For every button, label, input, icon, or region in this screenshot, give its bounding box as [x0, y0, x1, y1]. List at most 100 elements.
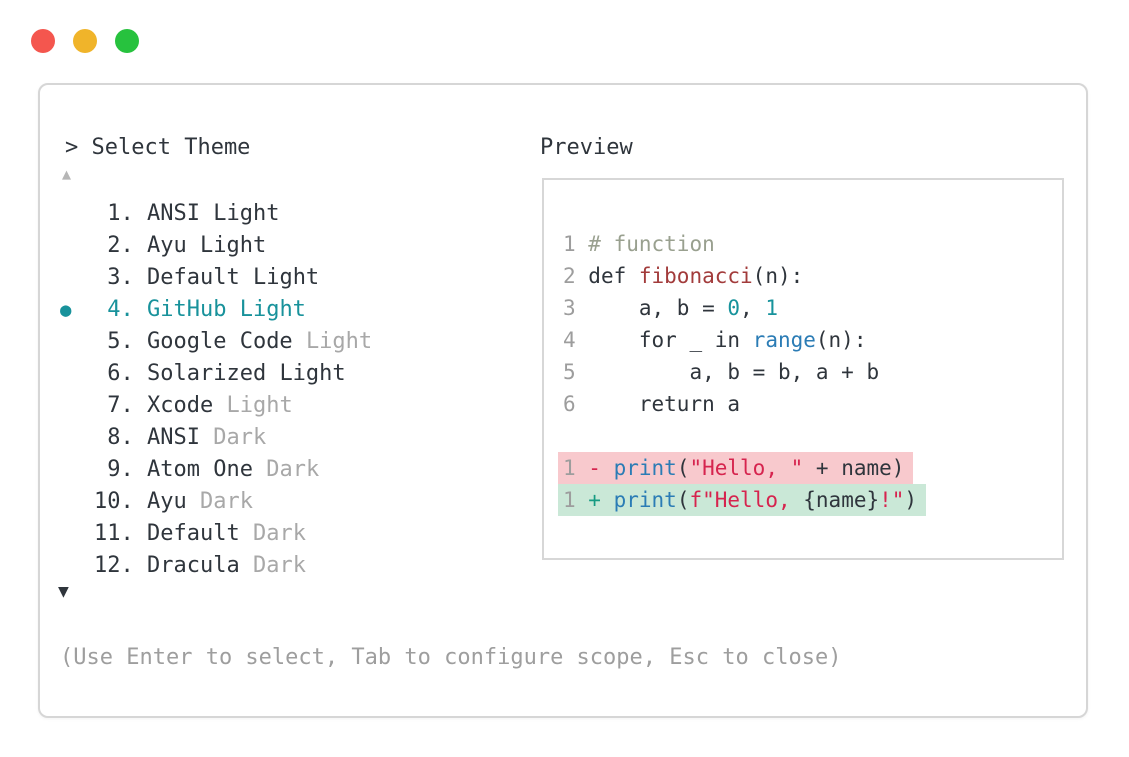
preview-panel-title: Preview	[540, 135, 633, 160]
theme-list-item[interactable]: 3. Default Light	[60, 262, 372, 294]
code-line: 2 def fibonacci(n):	[563, 260, 1062, 292]
code-line-content: 2 def fibonacci(n):	[563, 260, 803, 292]
code-line-content: 3 a, b = 0, 1	[563, 292, 778, 324]
theme-item-name: Default	[146, 265, 253, 290]
theme-item-number: 5.	[94, 329, 147, 354]
code-token: def	[588, 264, 639, 288]
code-line-content: 1 # function	[563, 228, 715, 260]
code-token: # function	[588, 232, 715, 256]
code-token: + name)	[803, 456, 905, 480]
theme-item-number: 8.	[94, 425, 147, 450]
code-line: 4 for _ in range(n):	[563, 324, 1062, 356]
code-line: 5 a, b = b, a + b	[563, 356, 1062, 388]
code-token: +	[588, 488, 614, 512]
theme-item-variant: Dark	[199, 489, 253, 514]
code-token: )	[904, 488, 918, 512]
code-token: 1	[765, 296, 778, 320]
theme-list-item[interactable]: 7. Xcode Light	[60, 390, 372, 422]
code-token: print	[613, 488, 677, 512]
diff-line-inserted: 1 + print(f"Hello, {name}!")	[558, 484, 1062, 516]
code-token: fibonacci	[638, 264, 753, 288]
line-number: 3	[563, 296, 589, 320]
line-number: 6	[563, 392, 589, 416]
selected-bullet-icon	[60, 518, 94, 550]
selected-bullet-icon	[60, 230, 94, 262]
selected-bullet-icon	[60, 550, 94, 582]
code-token: "Hello, "	[689, 456, 804, 480]
theme-list-item[interactable]: 11. Default Dark	[60, 518, 372, 550]
theme-item-name: Xcode	[146, 393, 227, 418]
theme-list-item[interactable]: 6. Solarized Light	[60, 358, 372, 390]
selected-bullet-icon	[60, 422, 94, 454]
zoom-button-icon[interactable]	[115, 29, 139, 53]
theme-item-name: Default	[146, 521, 253, 546]
code-line	[563, 420, 1062, 452]
code-token: ,	[740, 296, 766, 320]
window-controls	[31, 29, 139, 53]
code-token: 0	[727, 296, 741, 320]
theme-item-number: 4.	[94, 297, 147, 322]
theme-list-item[interactable]: 5. Google Code Light	[60, 326, 372, 358]
code-line-content: 1 - print("Hello, " + name)	[558, 452, 914, 484]
theme-picker-window: > Select Theme Preview ▲ 1. ANSI Light 2…	[38, 83, 1088, 718]
theme-list-item[interactable]: 2. Ayu Light	[60, 230, 372, 262]
selected-bullet-icon	[60, 262, 94, 294]
code-line: 6 return a	[563, 388, 1062, 420]
theme-item-variant: Dark	[213, 425, 267, 450]
code-token: !"	[879, 488, 905, 512]
selected-bullet-icon	[60, 198, 94, 230]
theme-item-variant: Light	[239, 297, 306, 322]
theme-list-item[interactable]: 12. Dracula Dark	[60, 550, 372, 582]
diff-line-deleted: 1 - print("Hello, " + name)	[558, 452, 1062, 484]
code-token: (n):	[752, 264, 804, 288]
theme-item-number: 10.	[94, 489, 147, 514]
selected-bullet-icon	[60, 486, 94, 518]
theme-item-variant: Light	[213, 201, 280, 226]
code-line: 3 a, b = 0, 1	[563, 292, 1062, 324]
theme-item-name: Solarized	[146, 361, 280, 386]
code-token: return a	[588, 392, 741, 416]
theme-list-item[interactable]: 8. ANSI Dark	[60, 422, 372, 454]
code-token: range	[752, 328, 816, 352]
code-token: -	[588, 456, 614, 480]
code-line-content: 6 return a	[563, 388, 740, 420]
theme-item-variant: Dark	[266, 457, 320, 482]
theme-list-item[interactable]: 10. Ayu Dark	[60, 486, 372, 518]
keyboard-help-text: (Use Enter to select, Tab to configure s…	[60, 645, 842, 670]
theme-item-variant: Light	[199, 233, 267, 258]
code-token: f"Hello,	[689, 488, 804, 512]
close-button-icon[interactable]	[31, 29, 55, 53]
theme-item-name: Ayu	[146, 233, 200, 258]
selected-bullet-icon	[60, 390, 94, 422]
theme-list-item[interactable]: ● 4. GitHub Light	[60, 294, 372, 326]
code-token: (	[676, 456, 690, 480]
selected-bullet-icon	[60, 358, 94, 390]
line-number: 5	[563, 360, 589, 384]
scroll-down-indicator-icon[interactable]: ▼	[58, 581, 69, 602]
theme-item-number: 7.	[94, 393, 147, 418]
minimize-button-icon[interactable]	[73, 29, 97, 53]
code-line: 1 # function	[563, 228, 1062, 260]
theme-item-name: Google Code	[146, 329, 306, 354]
theme-item-name: Ayu	[146, 489, 200, 514]
theme-list: 1. ANSI Light 2. Ayu Light 3. Default Li…	[60, 198, 372, 582]
theme-item-variant: Dark	[252, 521, 306, 546]
theme-item-number: 3.	[94, 265, 147, 290]
theme-list-item[interactable]: 9. Atom One Dark	[60, 454, 372, 486]
code-line-content: 1 + print(f"Hello, {name}!")	[558, 484, 927, 516]
line-number: 1	[563, 456, 589, 480]
code-line-content: 5 a, b = b, a + b	[563, 356, 879, 388]
theme-item-number: 11.	[94, 521, 147, 546]
selected-bullet-icon: ●	[60, 299, 72, 321]
theme-item-number: 9.	[94, 457, 147, 482]
theme-item-name: Atom One	[146, 457, 267, 482]
code-token: (	[676, 488, 690, 512]
theme-item-name: GitHub	[146, 297, 240, 322]
code-token: for _ in	[588, 328, 753, 352]
theme-item-variant: Light	[305, 329, 373, 354]
theme-list-item[interactable]: 1. ANSI Light	[60, 198, 372, 230]
scroll-up-indicator-icon[interactable]: ▲	[62, 165, 72, 183]
